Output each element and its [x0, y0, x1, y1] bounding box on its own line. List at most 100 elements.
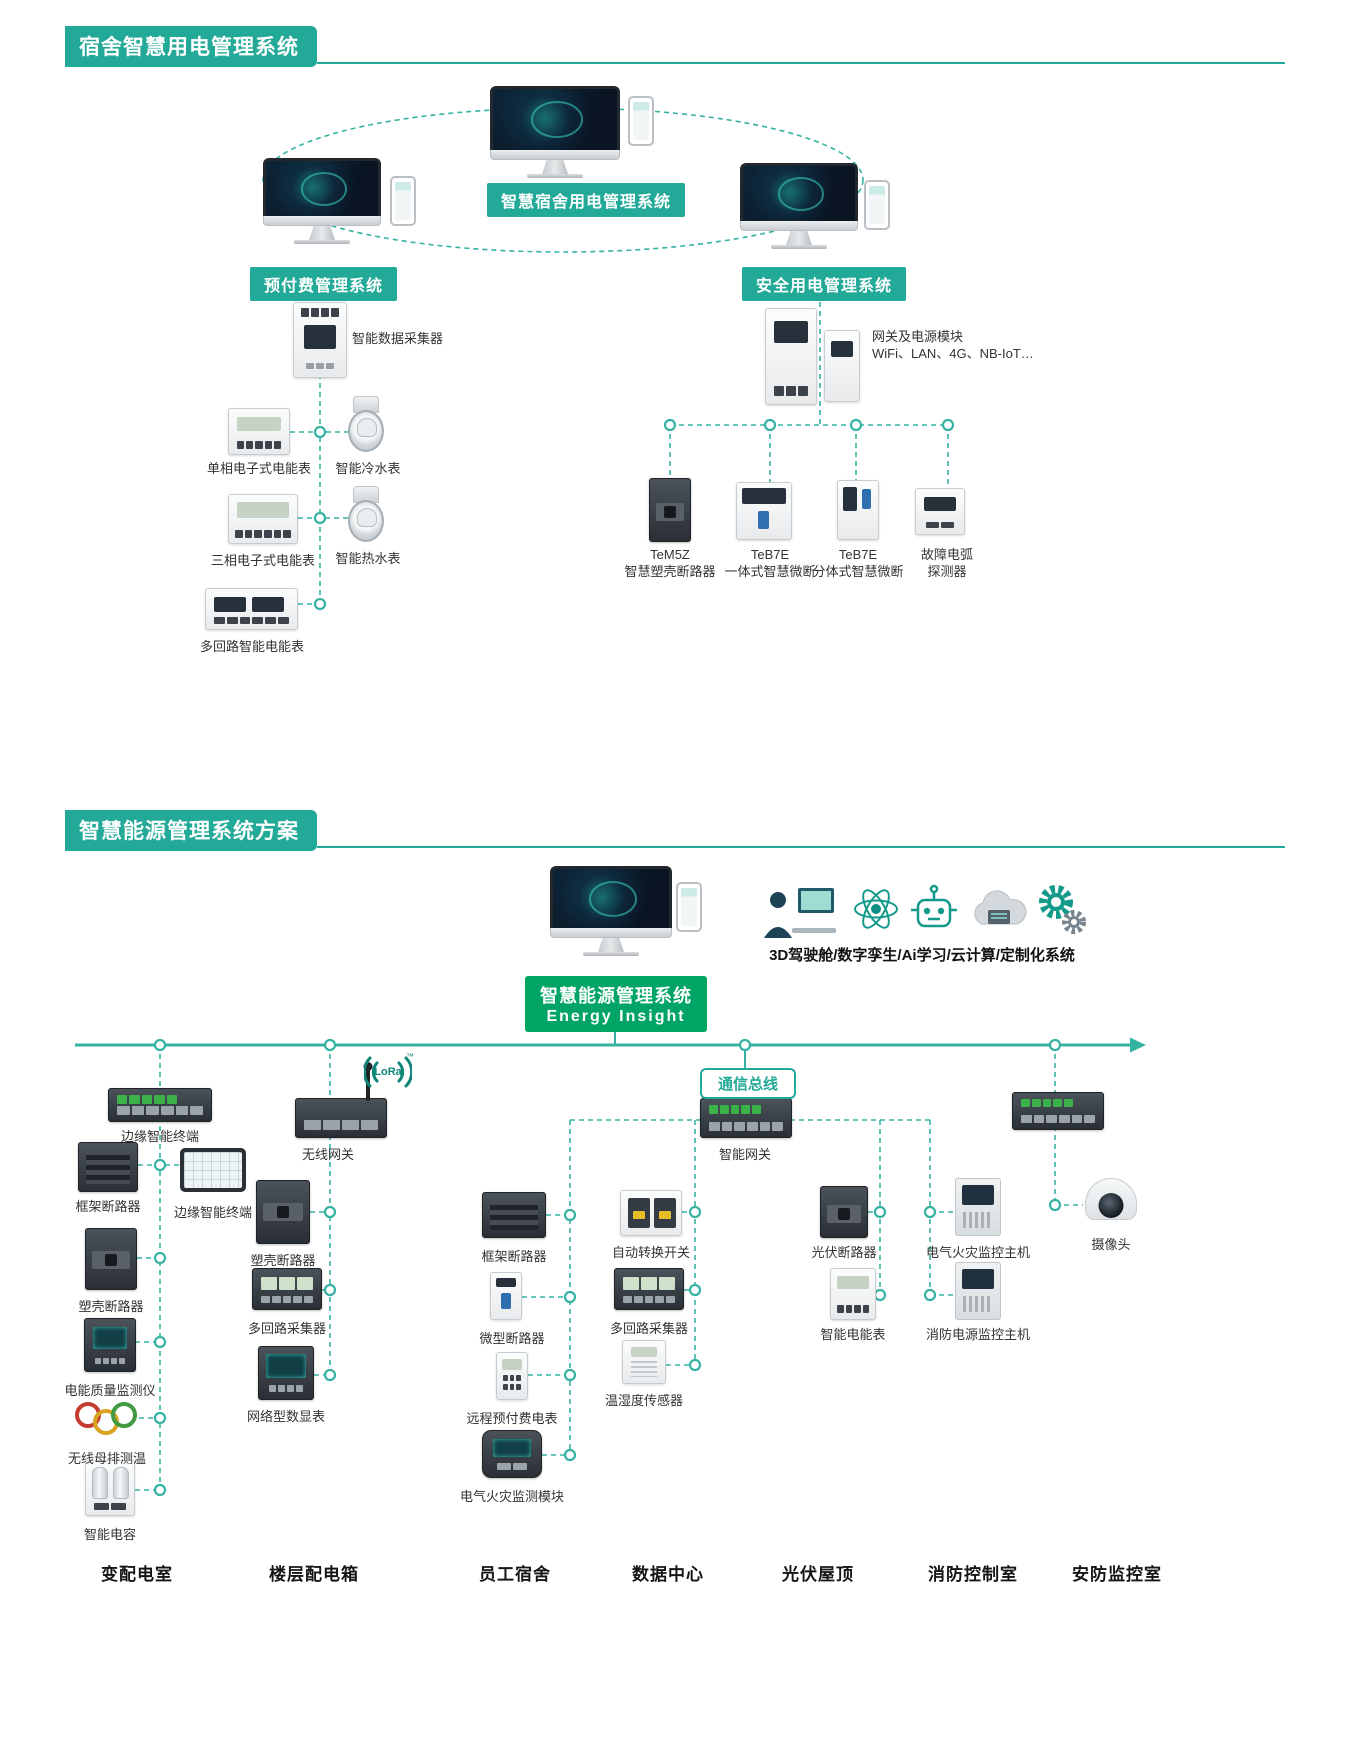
- monitor-center: [490, 86, 620, 178]
- monitor-screen: [263, 158, 381, 216]
- device-smart-energy-meter: [830, 1268, 876, 1320]
- gateway-line2: WiFi、LAN、4G、NB-IoT…: [872, 346, 1034, 361]
- phone-center: [628, 96, 654, 146]
- label-network-display-meter: 网络型数显表: [246, 1409, 326, 1424]
- label-edge-terminal-tablet: 边缘智能终端: [173, 1205, 253, 1220]
- badge-energy-system: 智慧能源管理系统 Energy Insight: [525, 976, 707, 1032]
- device-mccb-2: [256, 1180, 310, 1244]
- device-teb7e-split: [837, 480, 879, 540]
- tech-caption: 3D驾驶舱/数字孪生/Ai学习/云计算/定制化系统: [769, 947, 1075, 964]
- label-multi-circuit-meter: 多回路智能电能表: [199, 639, 305, 654]
- label-dome-camera: 摄像头: [1091, 1237, 1131, 1252]
- footer-data-center: 数据中心: [632, 1565, 704, 1584]
- label-mini-breaker: 微型断路器: [479, 1331, 545, 1346]
- device-mccb-1: [85, 1228, 137, 1290]
- label-edge-terminal: 边缘智能终端: [120, 1129, 200, 1144]
- label-power-quality-monitor: 电能质量监测仪: [64, 1383, 156, 1398]
- teb7e1-name: 一体式智慧微断: [724, 564, 816, 579]
- section2-title: 智慧能源管理系统方案: [65, 810, 317, 851]
- lora-trademark: ™: [406, 1052, 414, 1061]
- label-frame-breaker-1: 框架断路器: [75, 1199, 141, 1214]
- monitor-energy: [550, 866, 672, 956]
- label-single-phase-meter: 单相电子式电能表: [206, 461, 312, 476]
- device-three-phase-meter: [228, 494, 298, 544]
- label-pv-breaker: 光伏断路器: [811, 1245, 877, 1260]
- device-multi-collector-1: [252, 1268, 322, 1310]
- device-single-phase-meter: [228, 408, 290, 455]
- arc-line1: 故障电弧: [920, 547, 974, 562]
- device-fire-power-host: [955, 1262, 1001, 1320]
- device-tem5z-mccb: [649, 478, 691, 542]
- device-dome-camera: [1085, 1178, 1137, 1220]
- device-security-gateway: [1012, 1092, 1104, 1130]
- badge-safety-system: 安全用电管理系统: [742, 267, 907, 301]
- device-arc-fault-detector: [915, 488, 965, 535]
- monitor-screen: [550, 866, 672, 928]
- label-fire-monitor-host: 电气火灾监控主机: [925, 1245, 1031, 1260]
- tem5z-name: 智慧塑壳断路器: [624, 564, 716, 579]
- label-smart-energy-meter: 智能电能表: [820, 1327, 886, 1342]
- device-frame-breaker-2: [482, 1192, 546, 1238]
- device-multi-circuit-meter: [205, 588, 298, 630]
- device-electrical-fire-module: [482, 1430, 542, 1478]
- footer-staff-dormitory: 员工宿舍: [479, 1565, 551, 1584]
- label-busbar-temp-sensor: 无线母排测温: [67, 1451, 147, 1466]
- label-data-collector: 智能数据采集器: [352, 331, 444, 346]
- device-fire-monitor-host: [955, 1178, 1001, 1236]
- label-wireless-gateway: 无线网关: [301, 1147, 355, 1162]
- label-multi-collector-2: 多回路采集器: [609, 1321, 689, 1336]
- phone-energy: [676, 882, 702, 932]
- badge-prepaid-system: 预付费管理系统: [250, 267, 398, 301]
- device-cold-water-meter: [348, 396, 384, 452]
- custom-gears-icon: [1036, 880, 1086, 941]
- teb7e2-model: TeB7E: [838, 547, 878, 562]
- label-hot-water-meter: 智能热水表: [335, 551, 401, 566]
- footer-substation-room: 变配电室: [101, 1565, 173, 1584]
- device-smart-gateway: [700, 1098, 792, 1138]
- phone-left: [390, 176, 416, 226]
- device-smart-capacitor: [85, 1460, 135, 1516]
- energy-badge-line1: 智慧能源管理系统: [540, 986, 692, 1006]
- label-gateway-module: 网关及电源模块 WiFi、LAN、4G、NB-IoT…: [872, 328, 1034, 362]
- device-hot-water-meter: [348, 486, 384, 542]
- teb7e2-name: 分体式智慧微断: [812, 564, 904, 579]
- bus-label-badge: 通信总线: [700, 1068, 797, 1099]
- label-arc-fault-detector: 故障电弧 探测器: [921, 546, 973, 580]
- device-edge-terminal: [108, 1088, 212, 1122]
- lora-text: LoRa: [374, 1066, 402, 1078]
- device-busbar-temp-sensor: [75, 1396, 139, 1440]
- lora-icon: LoRa ™: [362, 1050, 414, 1094]
- monitor-left: [263, 158, 381, 244]
- device-mini-breaker: [490, 1272, 522, 1320]
- device-temp-humidity-sensor: [622, 1340, 666, 1384]
- section2-header: 智慧能源管理系统方案: [65, 810, 1285, 851]
- label-cold-water-meter: 智能冷水表: [335, 461, 401, 476]
- footer-floor-distribution-box: 楼层配电箱: [269, 1565, 359, 1584]
- device-multi-collector-2: [614, 1268, 684, 1310]
- label-three-phase-meter: 三相电子式电能表: [210, 553, 316, 568]
- label-frame-breaker-2: 框架断路器: [481, 1249, 547, 1264]
- monitor-screen: [740, 163, 858, 221]
- label-multi-collector-1: 多回路采集器: [247, 1321, 327, 1336]
- energy-badge-line2: Energy Insight: [546, 1008, 686, 1025]
- device-gateway-module-a: [765, 308, 817, 405]
- phone-right: [864, 180, 890, 230]
- section1-rule: [317, 62, 1285, 64]
- device-data-collector: [293, 302, 347, 378]
- label-electrical-fire-module: 电气火灾监测模块: [459, 1489, 565, 1504]
- device-wireless-gateway: [295, 1069, 387, 1138]
- section1-title: 宿舍智慧用电管理系统: [65, 26, 317, 67]
- label-mccb-2: 塑壳断路器: [250, 1253, 316, 1268]
- footer-fire-control-room: 消防控制室: [928, 1565, 1018, 1584]
- cloud-computing-icon: [964, 884, 1030, 939]
- label-fire-power-host: 消防电源监控主机: [925, 1327, 1031, 1342]
- footer-pv-rooftop: 光伏屋顶: [782, 1565, 854, 1584]
- label-mccb-1: 塑壳断路器: [78, 1299, 144, 1314]
- monitor-right: [740, 163, 858, 249]
- device-frame-breaker-1: [78, 1142, 138, 1192]
- label-tem5z: TeM5Z 智慧塑壳断路器: [624, 546, 715, 580]
- tem5z-model: TeM5Z: [650, 547, 690, 562]
- device-gateway-module-b: [824, 330, 860, 402]
